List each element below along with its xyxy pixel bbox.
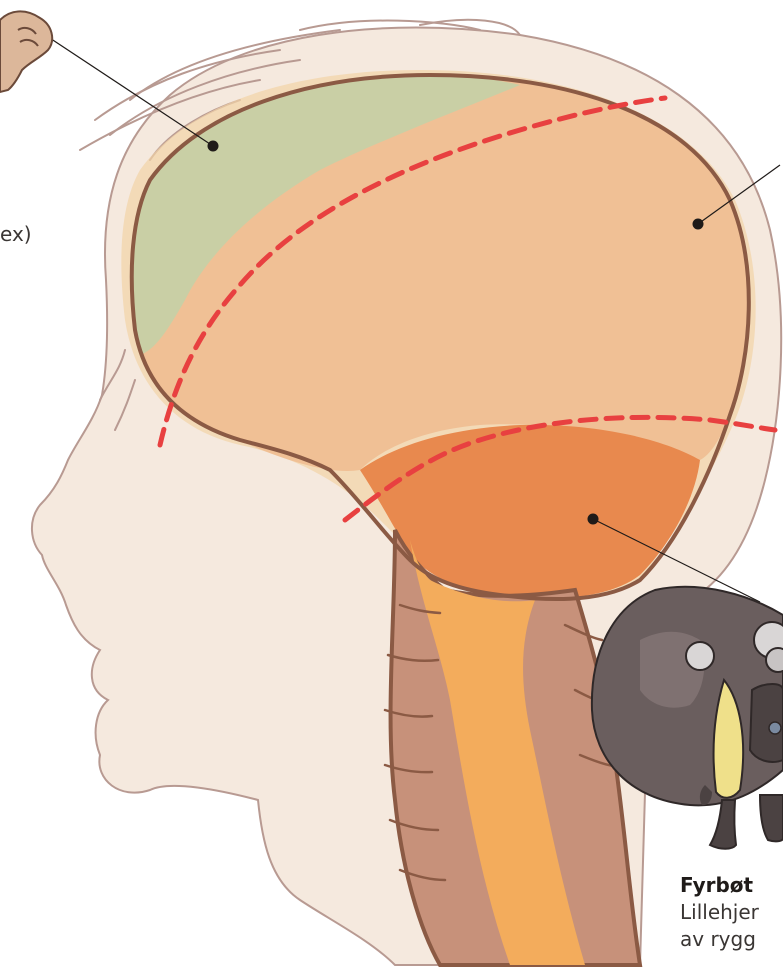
partial-character-top-left	[0, 11, 52, 92]
label-fyrboter-title: Fyrbøt	[680, 873, 753, 897]
label-partial-left: ex)	[0, 222, 32, 246]
label-fyrboter-line1: Lillehjer	[680, 900, 759, 924]
label-fyrboter-line2: av rygg	[680, 927, 756, 951]
